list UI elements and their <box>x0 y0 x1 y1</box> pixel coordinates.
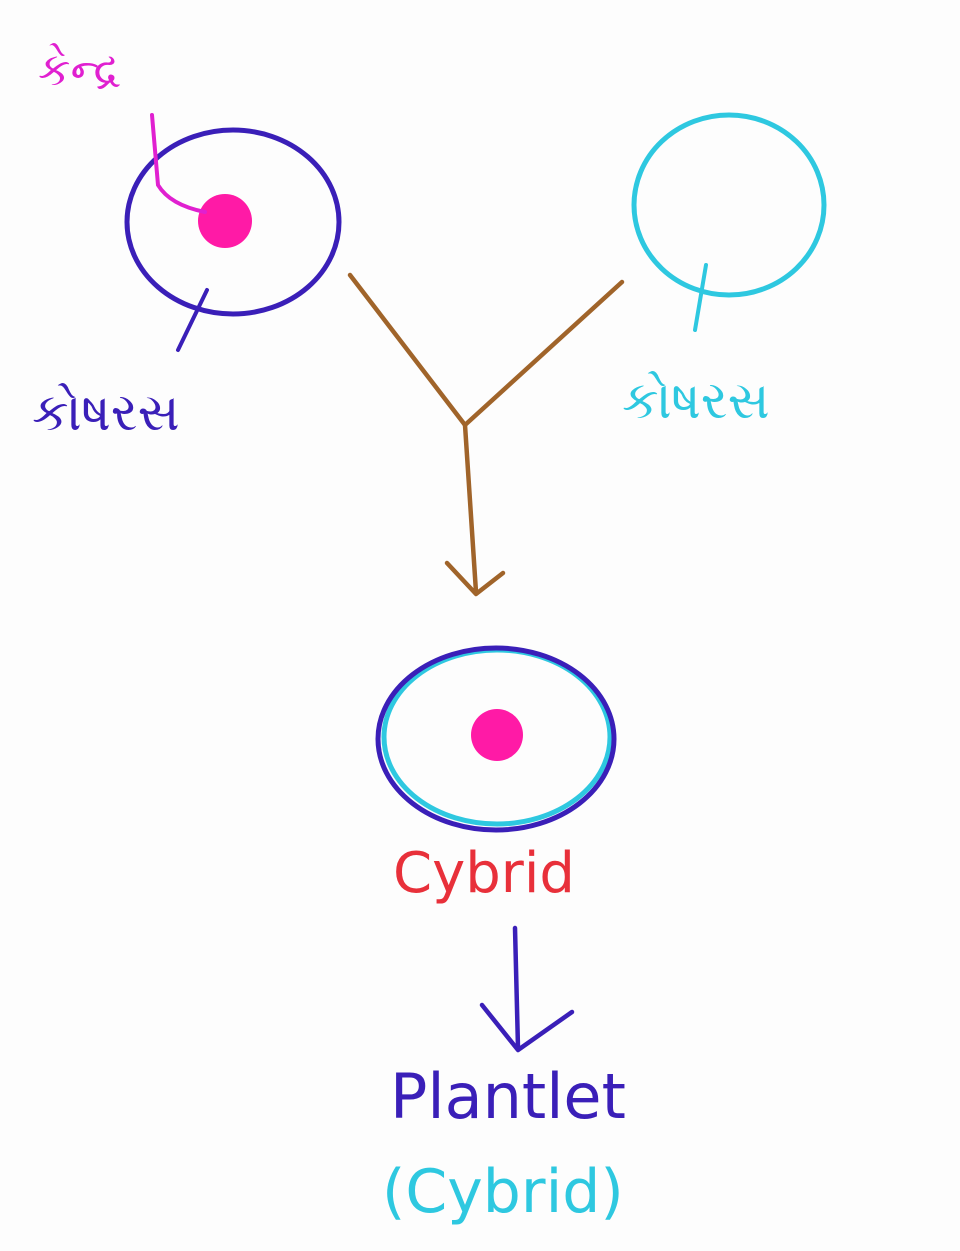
cybrid-cell <box>375 645 617 833</box>
right-cytoplasm-label: કોષરસ <box>622 371 770 431</box>
right-cytoplasm-pointer <box>693 263 708 332</box>
left-cytoplasm-label: કોષરસ <box>32 383 180 443</box>
plantlet-arrow-shaft <box>512 925 521 1051</box>
fusion-arrow <box>347 272 625 597</box>
left-cell <box>124 113 342 352</box>
cybrid-label: Cybrid <box>393 841 575 906</box>
plantlet-label: Plantlet <box>390 1060 626 1133</box>
right-cell-membrane <box>631 112 827 298</box>
fusion-arrow-left-branch <box>347 272 468 428</box>
fusion-arrow-stem <box>462 422 479 595</box>
nucleus-pointer-line <box>150 113 207 214</box>
left-cytoplasm-pointer <box>176 288 209 352</box>
nucleus-label: કેન્દ્ર <box>38 42 121 96</box>
left-cell-membrane <box>124 127 342 317</box>
cybrid-membrane <box>375 645 617 833</box>
cybrid-nucleus <box>471 709 523 761</box>
plantlet-arrow-head <box>479 1002 575 1053</box>
plantlet-arrow <box>479 925 575 1053</box>
plantlet-sub-label: (Cybrid) <box>382 1157 624 1227</box>
right-cell <box>631 112 827 332</box>
fusion-arrow-head <box>444 560 506 597</box>
left-nucleus <box>198 194 252 248</box>
fusion-arrow-right-branch <box>462 279 625 428</box>
